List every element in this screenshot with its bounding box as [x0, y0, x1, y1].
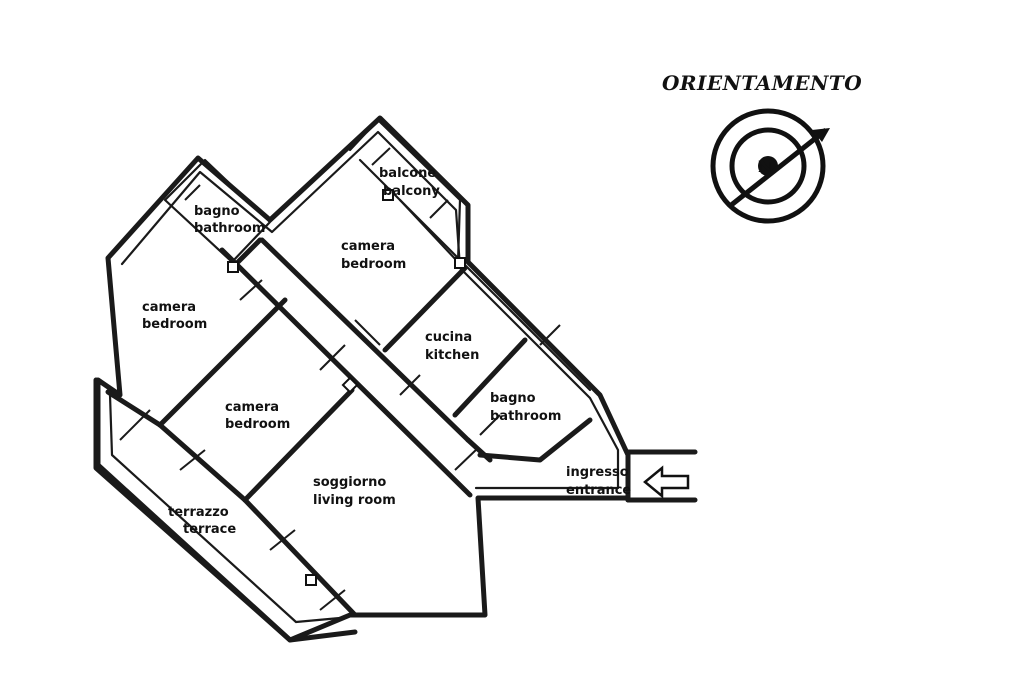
bedroom-top-label-en: bedroom [341, 257, 406, 272]
balcony-label-it: balcone [379, 166, 436, 181]
terrace-label-it: terrazzo [168, 505, 229, 520]
entrance-area [625, 449, 698, 503]
door-markers [227, 189, 466, 586]
bathroom-top-label-it: bagno [194, 204, 240, 219]
outer-walls [93, 115, 631, 643]
kitchen-label-it: cucina [425, 330, 472, 345]
entrance-label-it: ingresso [566, 465, 629, 480]
balcony-label-en: balcony [383, 184, 440, 199]
bedroom-top-label-it: camera [341, 239, 395, 254]
room-labels: bagno bathroom camera bedroom balcone ba… [142, 166, 631, 537]
orientation-title: ORIENTAMENTO [662, 71, 862, 95]
terrace-label-en: terrace [183, 522, 236, 537]
window-marks [119, 147, 561, 611]
bathroom-right-label-it: bagno [490, 391, 536, 406]
compass-north-letter: N [758, 157, 773, 176]
bedroom-left-label-it: camera [142, 300, 196, 315]
entrance-label-en: entrance [566, 483, 631, 498]
interior-walls [105, 158, 593, 618]
bedroom-center-label-en: bedroom [225, 417, 290, 432]
entrance-arrow-icon [643, 465, 690, 499]
compass-icon: N [710, 108, 830, 224]
bedroom-center-label-it: camera [225, 400, 279, 415]
bathroom-right-label-en: bathroom [490, 409, 561, 424]
kitchen-label-en: kitchen [425, 348, 479, 363]
corridor-walls [219, 237, 473, 498]
living-room-label-en: living room [313, 493, 396, 508]
bedroom-left-label-en: bedroom [142, 317, 207, 332]
bathroom-top-label-en: bathroom [194, 221, 265, 236]
living-room-label-it: soggiorno [313, 475, 386, 490]
